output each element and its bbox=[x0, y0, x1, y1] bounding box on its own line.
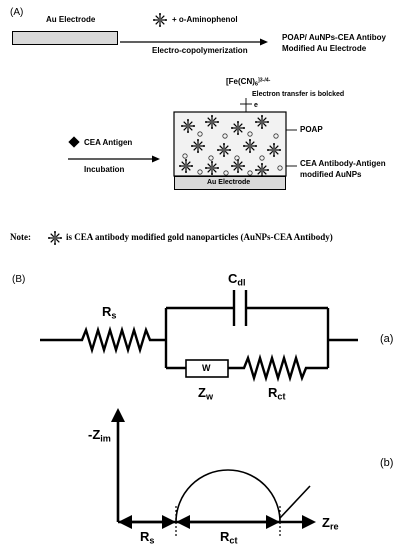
equivalent-circuit bbox=[40, 290, 358, 383]
note-nanoparticle-icon bbox=[47, 230, 63, 246]
electrode-bottom-label: Au Electrode bbox=[207, 179, 251, 186]
plot-rct-label: Rct bbox=[220, 529, 238, 546]
rs-label: Rs bbox=[102, 304, 117, 321]
note-prefix: Note: bbox=[10, 232, 31, 242]
product-line1: POAP/ AuNPs-CEA Antiboy bbox=[282, 33, 387, 42]
semicircle bbox=[175, 469, 281, 523]
redox-probe-label: [Fe(CN)6]3-/4- bbox=[226, 77, 271, 88]
zw-label: Zw bbox=[198, 385, 214, 402]
warburg-line bbox=[279, 485, 311, 519]
reagent-label: + o-Aminophenol bbox=[172, 15, 238, 24]
subpanel-b-label: (b) bbox=[380, 457, 394, 469]
subpanel-a-label: (a) bbox=[380, 333, 394, 345]
panel-a-label: (A) bbox=[10, 7, 24, 18]
poap-chains bbox=[182, 131, 283, 176]
plot-rs-label: Rs bbox=[140, 529, 155, 546]
incubation-label: Incubation bbox=[84, 165, 125, 174]
cdl-label: Cdl bbox=[228, 271, 246, 288]
product-line2: Modified Au Electrode bbox=[282, 44, 367, 53]
note-text: is CEA antibody modified gold nanopartic… bbox=[66, 232, 333, 242]
process-label: Electro-copolymerization bbox=[152, 46, 248, 55]
electron-symbol: e bbox=[254, 102, 258, 109]
antigen-label: CEA Antigen bbox=[84, 138, 133, 147]
np-label-line1: CEA Antibody-Antigen bbox=[300, 159, 386, 168]
electron-blocked-label: Electron transfer is bolcked bbox=[252, 91, 345, 98]
np-label-line2: modified AuNPs bbox=[300, 170, 362, 179]
antigen-diamond-icon bbox=[68, 136, 80, 148]
rct-label: Rct bbox=[268, 385, 286, 402]
poap-label: POAP bbox=[300, 125, 323, 134]
nanoparticle-icon bbox=[152, 12, 168, 28]
nyquist-plot bbox=[111, 408, 316, 538]
panel-b-label: (B) bbox=[12, 274, 26, 285]
au-electrode-bar bbox=[12, 31, 118, 45]
au-electrode-label: Au Electrode bbox=[46, 15, 96, 24]
modified-electrode-bar: Au Electrode bbox=[174, 176, 286, 190]
x-axis-label: Zre bbox=[322, 515, 339, 532]
warburg-box-label: W bbox=[202, 363, 211, 373]
y-axis-label: -Zim bbox=[88, 427, 111, 444]
